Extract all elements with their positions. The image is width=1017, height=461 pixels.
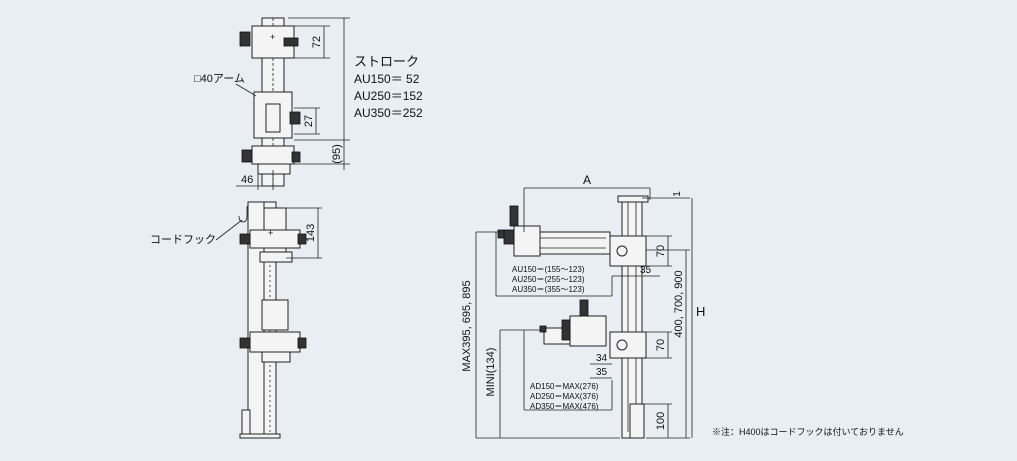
upper-horizontal-arm [529,231,611,255]
front-column [621,195,643,439]
upper-head-bolt [616,245,628,257]
front-top-cap [617,195,649,203]
arm-label: □40アーム [194,72,245,85]
dim-H: H [696,304,705,319]
dim-100: 100 [655,412,667,430]
upper-collar [259,251,293,263]
svg-text:+: + [268,228,273,238]
upper-head [609,235,647,267]
ad-line-2: AD250＝MAX(376) [530,392,599,401]
dim-143: 143 [305,224,317,242]
upper-arm [249,229,301,249]
upper-right-knob [297,233,307,245]
top-right-knob [283,37,299,47]
dim-70-upper: 70 [655,245,667,257]
dim-46: 46 [241,174,253,186]
front-view: A 1 70 70 400, 700, 900 H 35 34 35 [461,173,705,439]
dim-35-upper: 35 [640,265,652,276]
dim-A: A [583,173,591,187]
lower-head-bolt [616,339,628,351]
au-line-1: AU150＝(155～123) [512,265,585,274]
footnote: ※注：H400はコードフックは付いておりません [712,426,904,437]
dim-95: (95) [331,144,343,164]
top-base [251,145,295,165]
upper-clamp-body [513,225,541,257]
dim-35-lower: 35 [596,367,608,378]
stroke-title: ストローク [354,54,419,69]
lower-arm [249,331,301,353]
dim-34: 34 [596,353,608,364]
lower-clamp-post [579,299,589,317]
stroke-line-2: AU250＝152 [354,89,423,103]
upper-left-knob [239,233,251,245]
lower-clamp [261,299,289,331]
dim-max: MAX395, 695, 895 [461,280,473,371]
lower-arm-tip [539,325,547,333]
lower-clamp-knob [561,319,571,341]
lower-collar [261,351,291,363]
stroke-line-1: AU150＝ 52 [354,72,420,86]
dim-72: 72 [311,36,323,48]
dim-27: 27 [303,115,315,127]
lower-left-knob [239,337,251,349]
lower-head [609,331,647,359]
side-view: + コードフック 143 [150,201,322,439]
lower-clamp-body [569,315,607,347]
dim-70-lower: 70 [655,339,667,351]
upper-clamp-tip [497,229,505,239]
top-slider-inner [265,103,281,133]
bottom-right-knob [291,151,301,163]
au-line-2: AU250＝(255～123) [512,275,585,284]
bottom-left-knob [241,149,253,163]
dim-1: 1 [672,191,683,197]
au-line-3: AU350＝(355～123) [512,285,585,294]
dim-h-values: 400, 700, 900 [673,270,685,337]
front-base [629,403,645,439]
top-left-knob [239,31,251,47]
upper-clamp-knob [503,229,515,245]
cord-hook [238,206,248,223]
lower-right-knob [297,337,307,349]
top-foot [257,163,291,175]
stroke-line-3: AU350＝252 [354,106,423,120]
ad-line-1: AD150＝MAX(276) [530,382,599,391]
ad-line-3: AD350＝MAX(476) [530,402,599,411]
dim-mini: MINI(134) [485,348,497,397]
slider-knob [289,111,301,125]
cord-hook-label: コードフック [150,233,216,246]
base-plate [239,433,281,439]
stroke-table: ストローク AU150＝ 52 AU250＝152 AU350＝252 [354,54,423,120]
svg-text:+: + [270,32,275,42]
upper-clamp-post [509,205,519,227]
top-view: + □40アーム 72 27 (95) 46 [194,17,350,190]
